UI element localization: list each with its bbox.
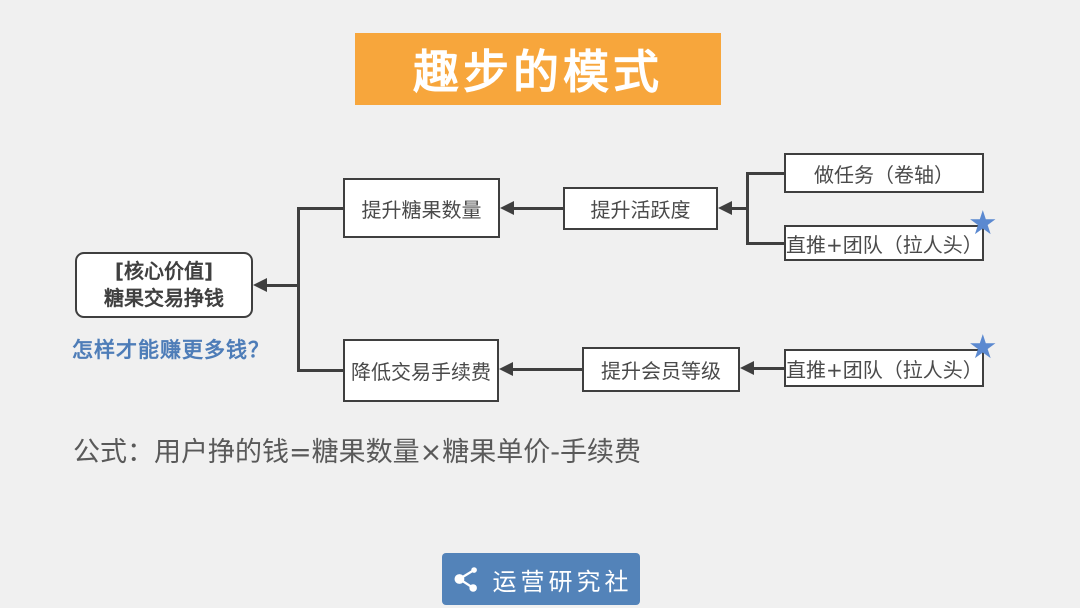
box-referral-bottom: 直推+团队（拉人头） xyxy=(784,349,984,387)
connector-to-fee xyxy=(298,369,344,372)
question-text: 怎样才能赚更多钱？ xyxy=(72,338,270,362)
core-value-box: [核心价值] 糖果交易挣钱 xyxy=(75,252,253,318)
footer-logo-text: 运营研究社 xyxy=(492,567,633,596)
arrowhead-core xyxy=(253,278,267,292)
connector-to-task xyxy=(747,172,784,175)
box-referral-top: 直推+团队（拉人头） xyxy=(784,225,984,261)
title-banner: 趣步的模式 xyxy=(355,33,721,105)
arrowhead-member xyxy=(740,361,754,375)
connector-left-vertical xyxy=(297,207,300,372)
arrowhead-fee xyxy=(499,362,513,376)
connector-to-activity xyxy=(732,207,747,210)
arrowhead-candy xyxy=(500,201,514,215)
box-candy-quantity: 提升糖果数量 xyxy=(343,178,500,238)
page-title: 趣步的模式 xyxy=(413,45,663,99)
arrowhead-activity xyxy=(718,201,732,215)
connector-member-fee xyxy=(513,368,582,371)
core-value-line2: 糖果交易挣钱 xyxy=(104,286,224,310)
formula-text: 公式：用户挣的钱=糖果数量×糖果单价-手续费 xyxy=(73,437,641,468)
core-value-line1: [核心价值] xyxy=(114,259,214,283)
share-icon xyxy=(450,562,484,596)
connector-referral-member xyxy=(754,367,784,370)
box-member-level: 提升会员等级 xyxy=(582,347,740,392)
star-icon: ★ xyxy=(968,203,998,242)
star-icon: ★ xyxy=(968,327,998,366)
connector-to-core xyxy=(266,284,298,287)
connector-to-referral-top xyxy=(747,242,784,245)
box-activity: 提升活跃度 xyxy=(563,187,718,230)
connector-right-vertical xyxy=(746,172,749,245)
box-do-task: 做任务（卷轴） xyxy=(784,153,984,193)
footer-logo-badge: 运营研究社 xyxy=(442,553,640,605)
box-reduce-fee: 降低交易手续费 xyxy=(343,339,499,402)
connector-to-candy xyxy=(298,207,344,210)
connector-activity-candy xyxy=(514,207,563,210)
